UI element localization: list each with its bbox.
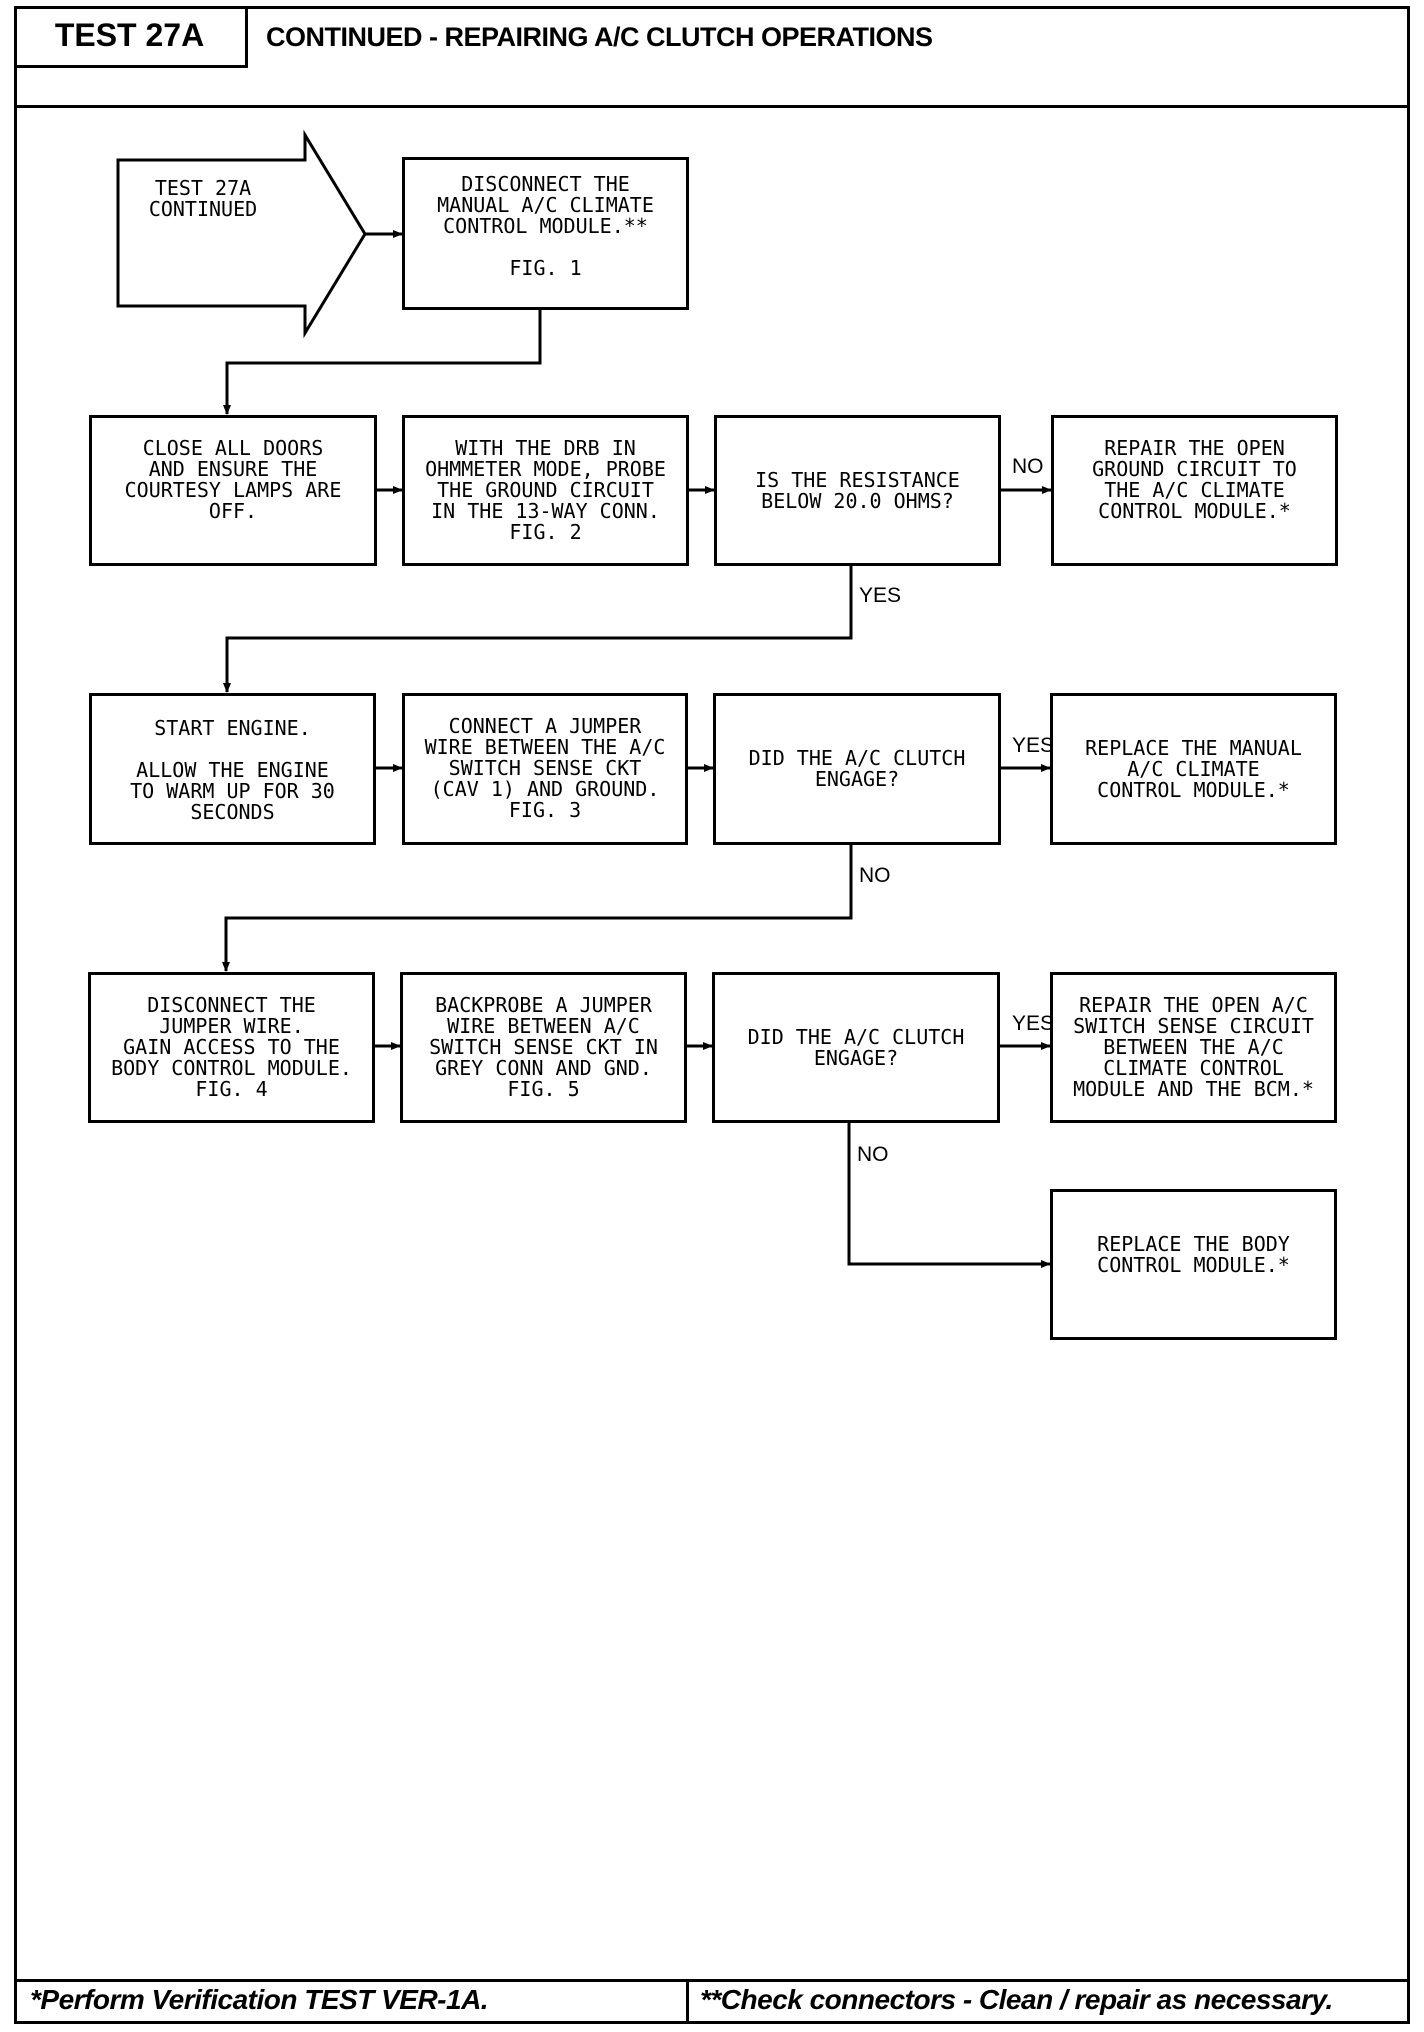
- step-connect-jumper: CONNECT A JUMPER WIRE BETWEEN THE A/C SW…: [402, 693, 688, 845]
- decision-clutch-1-text: DID THE A/C CLUTCH ENGAGE?: [748, 746, 966, 791]
- branch-label-yes: YES: [859, 584, 902, 607]
- result-repair-ground: REPAIR THE OPEN GROUND CIRCUIT TO THE A/…: [1051, 415, 1338, 566]
- header-divider: [14, 105, 1410, 108]
- result-repair-switch-sense: REPAIR THE OPEN A/C SWITCH SENSE CIRCUIT…: [1050, 972, 1337, 1123]
- connector-b4-b6: [223, 566, 853, 693]
- footer-note-verification: *Perform Verification TEST VER-1A.: [30, 1984, 489, 2015]
- decision-clutch-2: DID THE A/C CLUTCH ENGAGE?: [712, 972, 1000, 1123]
- test-id: TEST 27A: [14, 6, 248, 68]
- result-replace-bcm: REPLACE THE BODY CONTROL MODULE.*: [1050, 1189, 1337, 1340]
- step-close-doors: CLOSE ALL DOORS AND ENSURE THE COURTESY …: [89, 415, 377, 566]
- page-title: CONTINUED - REPAIRING A/C CLUTCH OPERATI…: [266, 22, 933, 52]
- branch-label-yes: YES: [1012, 734, 1055, 757]
- decision-clutch-1: DID THE A/C CLUTCH ENGAGE?: [713, 693, 1001, 845]
- start-arrow-shape: [116, 129, 367, 339]
- decision-resistance-text: IS THE RESISTANCE BELOW 20.0 OHMS?: [755, 467, 960, 513]
- start-label: TEST 27A CONTINUED: [148, 176, 258, 221]
- connector-b1-b2: [223, 308, 542, 415]
- step-backprobe-jumper: BACKPROBE A JUMPER WIRE BETWEEN A/C SWIT…: [400, 972, 687, 1123]
- branch-label-no: NO: [1012, 455, 1044, 478]
- footer-separator: [686, 1979, 689, 2024]
- connector-b12-b14: [847, 1123, 1051, 1268]
- branch-label-no: NO: [859, 864, 891, 887]
- decision-resistance: IS THE RESISTANCE BELOW 20.0 OHMS?: [714, 415, 1001, 566]
- step-disconnect-jumper: DISCONNECT THE JUMPER WIRE. GAIN ACCESS …: [88, 972, 375, 1123]
- branch-label-no: NO: [857, 1143, 889, 1166]
- connector-b8-b10: [222, 845, 853, 972]
- step-probe-ground: WITH THE DRB IN OHMMETER MODE, PROBE THE…: [402, 415, 689, 566]
- page-frame: [14, 6, 1410, 2024]
- result-replace-manual-module: REPLACE THE MANUAL A/C CLIMATE CONTROL M…: [1050, 693, 1337, 845]
- branch-label-yes: YES: [1012, 1012, 1055, 1035]
- footer-note-connectors: **Check connectors - Clean / repair as n…: [700, 1984, 1333, 2015]
- step-disconnect-module: DISCONNECT THE MANUAL A/C CLIMATE CONTRO…: [402, 157, 689, 310]
- step-start-engine: START ENGINE. ALLOW THE ENGINE TO WARM U…: [89, 693, 376, 845]
- footer-divider: [14, 1979, 1410, 1982]
- decision-clutch-2-text: DID THE A/C CLUTCH ENGAGE?: [747, 1024, 965, 1070]
